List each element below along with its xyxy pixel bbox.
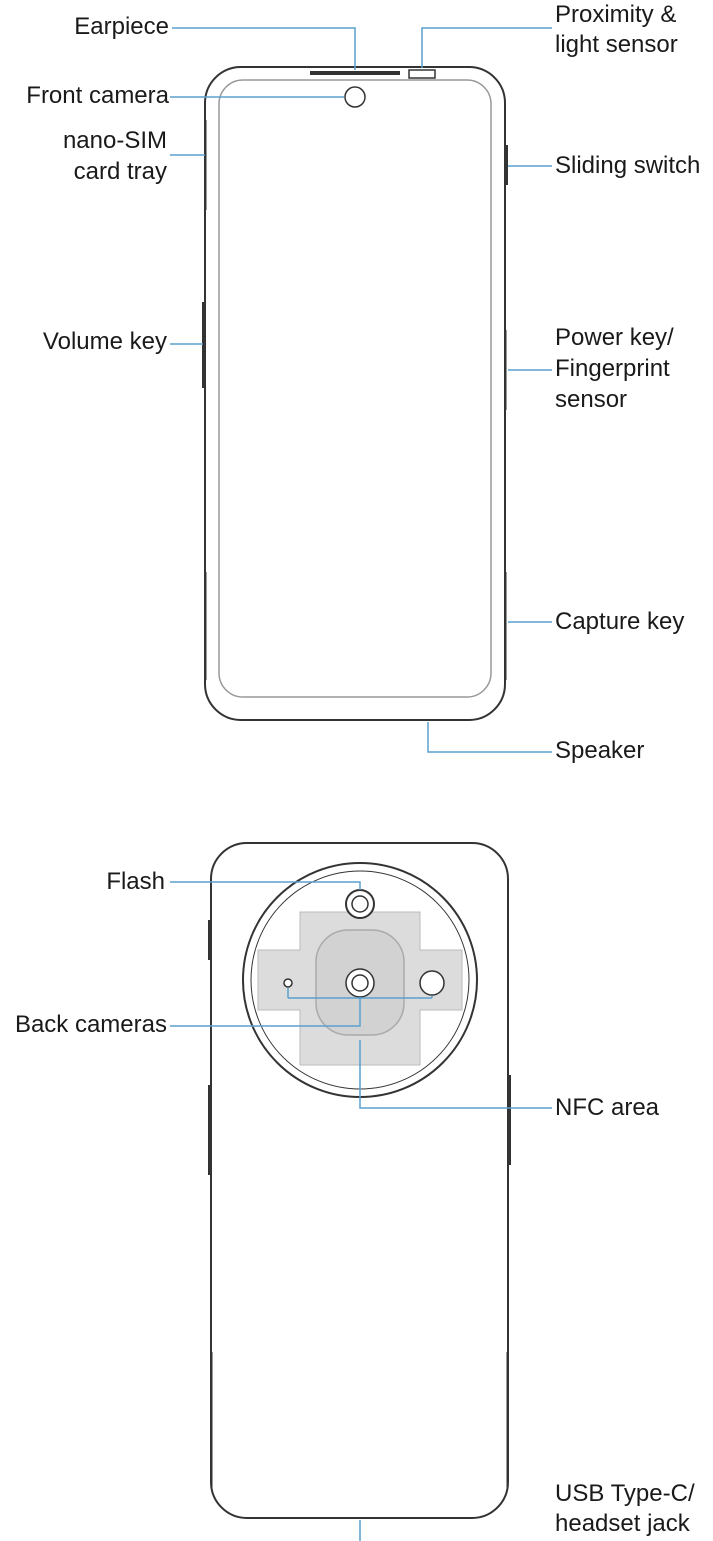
front-body-outline xyxy=(204,66,506,721)
left-camera-dot xyxy=(283,978,293,988)
proximity-label-line2: light sensor xyxy=(555,31,678,58)
power-label-line2: Fingerprint xyxy=(555,355,670,382)
nfc-leader xyxy=(359,1040,552,1109)
front-camera-lens xyxy=(344,86,366,108)
sim-label-line1: nano-SIM xyxy=(62,127,167,154)
proximity-leader xyxy=(421,27,552,68)
usb-label-line1: USB Type-C/ xyxy=(555,1480,695,1507)
main-camera-center xyxy=(351,974,369,992)
main-camera-lens xyxy=(345,968,375,998)
sliding-switch-label: Sliding switch xyxy=(555,152,701,179)
capture-key-label: Capture key xyxy=(555,608,685,635)
front-leader-lines xyxy=(170,27,552,753)
back-leader-lines xyxy=(170,881,552,1541)
power-label-line1: Power key/ xyxy=(555,324,674,351)
speaker-label: Speaker xyxy=(555,737,645,764)
flash-lens-inner xyxy=(351,895,369,913)
phone-front-view xyxy=(202,66,508,721)
power-label-line3: sensor xyxy=(555,386,628,413)
back-body-outline xyxy=(210,842,509,1519)
phone-back-view xyxy=(208,842,511,1519)
speaker-leader xyxy=(427,722,552,753)
back-cameras-label: Back cameras xyxy=(14,1011,167,1038)
nfc-area-label: NFC area xyxy=(555,1094,660,1121)
proximity-label-line1: Proximity & xyxy=(555,1,677,28)
usb-leader xyxy=(359,1520,361,1541)
earpiece-label: Earpiece xyxy=(74,13,169,40)
flash-label: Flash xyxy=(106,868,165,895)
right-camera-lens xyxy=(419,970,445,996)
sim-label-line2: card tray xyxy=(73,158,167,185)
usb-label-line2: headset jack xyxy=(555,1510,690,1537)
proximity-sensor xyxy=(408,69,436,79)
earpiece-leader xyxy=(172,27,356,70)
front-screen-outline xyxy=(218,79,492,698)
volume-key-label: Volume key xyxy=(42,328,167,355)
flash-leader xyxy=(170,881,361,890)
front-camera-label: Front camera xyxy=(26,82,169,109)
back-cameras-leader xyxy=(170,998,361,1027)
